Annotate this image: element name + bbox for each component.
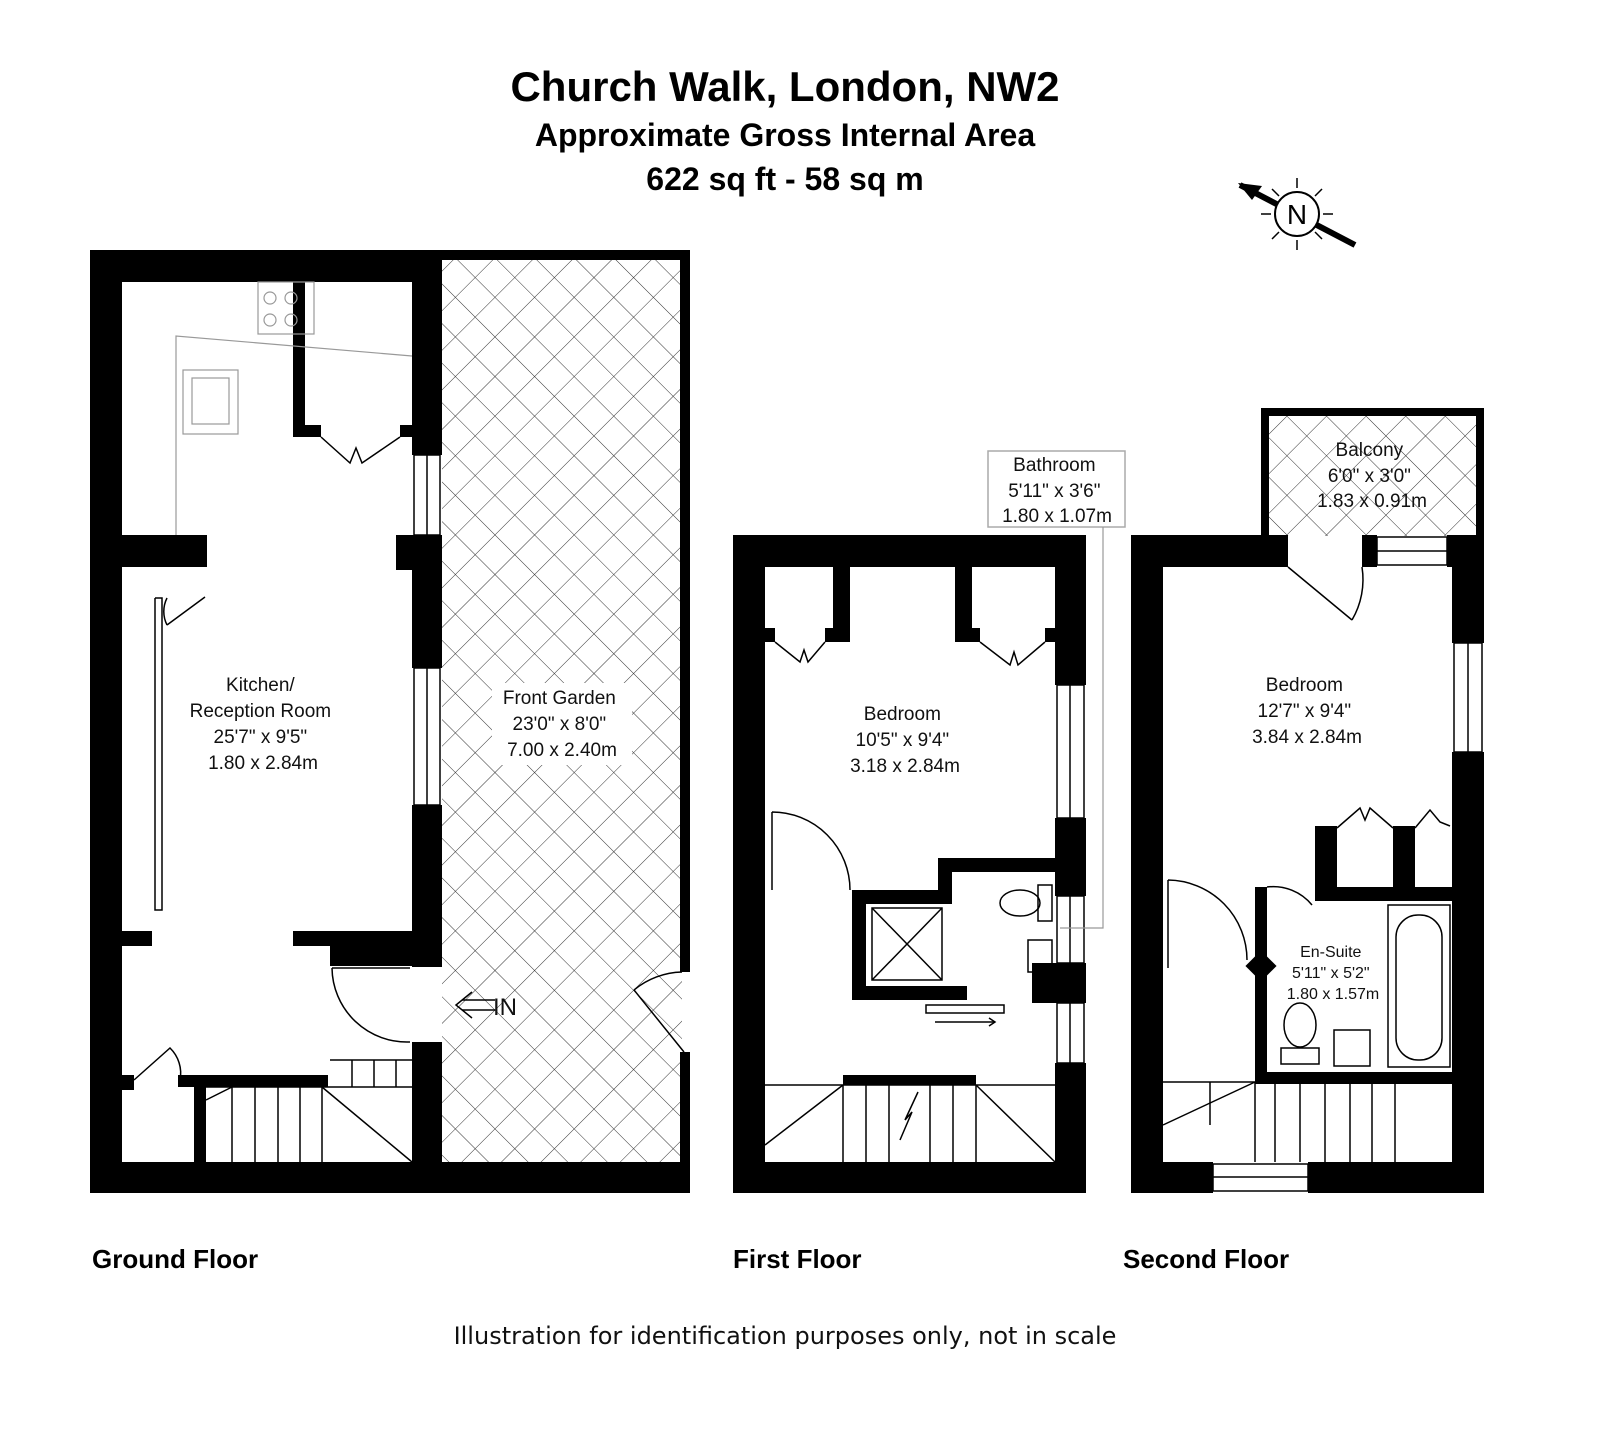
ground-floor-label: Ground Floor (92, 1244, 258, 1274)
kitchen-label: Kitchen/ Reception Room 25'7" x 9'5" 1.8… (190, 675, 337, 774)
balcony-label: Balcony 6'0" x 3'0" 1.83 x 0.91m (1317, 440, 1427, 512)
first-floor-plan: Bathroom 5'11" x 3'6" 1.80 x 1.07m Bedro… (733, 450, 1126, 1274)
front-garden-label: Front Garden 23'0" x 8'0" 7.00 x 2.40m (503, 688, 621, 761)
ground-floor-plan: IN Kitchen/ Reception Room 25'7" x 9'5" … (90, 250, 690, 1274)
plan-area: 622 sq ft - 58 sq m (646, 161, 923, 197)
north-compass-icon: N (1238, 178, 1357, 250)
first-floor-label: First Floor (733, 1244, 862, 1274)
first-floor-bedroom-label: Bedroom 10'5" x 9'4" 3.18 x 2.84m (850, 704, 960, 777)
disclaimer: Illustration for identification purposes… (454, 1322, 1117, 1350)
second-floor-label: Second Floor (1123, 1244, 1289, 1274)
entrance-label: IN (493, 994, 517, 1021)
plan-title: Church Walk, London, NW2 (510, 63, 1059, 110)
compass-north-label: N (1287, 199, 1307, 230)
plan-subtitle: Approximate Gross Internal Area (535, 117, 1036, 153)
balcony-area (1269, 416, 1476, 536)
second-floor-plan: Balcony 6'0" x 3'0" 1.83 x 0.91m Bedroom… (1123, 408, 1484, 1274)
bathroom-label: Bathroom 5'11" x 3'6" 1.80 x 1.07m (1002, 455, 1112, 527)
ensuite-label: En-Suite 5'11" x 5'2" 1.80 x 1.57m (1287, 944, 1380, 1003)
entrance-arrow-icon (454, 991, 495, 1019)
second-floor-bedroom-label: Bedroom 12'7" x 9'4" 3.84 x 2.84m (1252, 675, 1362, 748)
